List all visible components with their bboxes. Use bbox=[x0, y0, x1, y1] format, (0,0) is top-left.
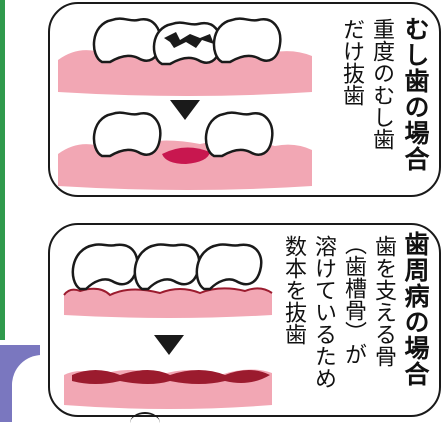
bottom-arc-decoration bbox=[130, 412, 160, 434]
periodontal-desc-line4: 数本を抜歯 bbox=[281, 235, 306, 345]
decayed-tooth-icon bbox=[152, 21, 222, 66]
extraction-socket bbox=[72, 370, 270, 384]
down-triangle-icon bbox=[170, 100, 200, 120]
gum-top bbox=[64, 288, 272, 318]
extraction-socket bbox=[162, 147, 210, 164]
periodontal-desc-line3: 溶けているため bbox=[311, 235, 336, 389]
tooth-icon bbox=[92, 111, 162, 158]
periodontal-desc-line2: （歯槽骨）が bbox=[341, 233, 366, 365]
page-edge-line bbox=[0, 0, 5, 340]
cavity-illustration bbox=[58, 17, 312, 190]
cavity-desc-line2: だけ抜歯 bbox=[339, 18, 364, 106]
gum-bottom bbox=[58, 140, 312, 190]
cavity-case-title: むし歯の場合 bbox=[401, 16, 430, 172]
tooth-icon bbox=[212, 17, 282, 64]
tooth-icon bbox=[204, 111, 274, 158]
page-corner-mask bbox=[12, 355, 52, 422]
tooth-icon bbox=[133, 243, 201, 291]
periodontal-desc-line1: 歯を支える骨 bbox=[371, 235, 396, 367]
cavity-mark bbox=[164, 32, 214, 48]
down-triangle-icon bbox=[154, 335, 184, 355]
cavity-case-panel: むし歯の場合 重度のむし歯 だけ抜歯 bbox=[48, 2, 441, 197]
periodontal-case-panel: 歯周病の場合 歯を支える骨 （歯槽骨）が 溶けているため 数本を抜歯 bbox=[48, 223, 441, 417]
tooth-icon bbox=[71, 243, 139, 291]
periodontal-case-title: 歯周病の場合 bbox=[401, 231, 430, 387]
tooth-icon bbox=[92, 17, 162, 64]
periodontal-illustration bbox=[63, 243, 273, 409]
gum-top-edge bbox=[63, 287, 273, 297]
tooth-icon bbox=[195, 243, 263, 291]
cavity-desc-line1: 重度のむし歯 bbox=[369, 18, 394, 150]
